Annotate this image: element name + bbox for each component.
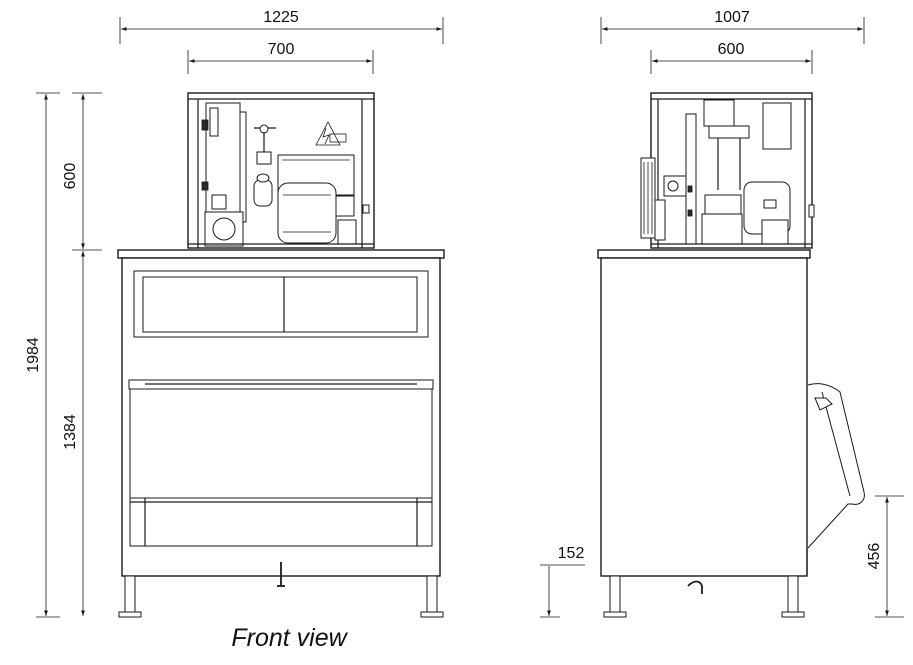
front-view-caption: Front view: [231, 624, 348, 652]
storage-bin-side: [597, 249, 865, 618]
dimension-side-leg-height: 152: [540, 545, 585, 618]
dimension-label-1007: 1007: [714, 9, 750, 26]
side-view: 1007 600 152 456: [540, 9, 904, 618]
dimension-front-total-width: 1225: [119, 9, 444, 44]
dimension-front-bin-height: 1384: [62, 251, 85, 616]
dimension-side-top-width: 600: [650, 41, 813, 74]
dimension-label-600: 600: [62, 163, 79, 190]
dimension-front-total-height: 1984: [25, 92, 60, 618]
ice-machine-head-side: [640, 92, 815, 249]
front-view: 1225 700 1984 600 1384: [25, 9, 445, 652]
dimension-label-700: 700: [268, 41, 295, 58]
storage-bin-front: [117, 249, 445, 618]
dimension-label-1225: 1225: [263, 9, 299, 26]
warning-lightning-icon: [315, 121, 347, 146]
dimension-side-total-width: 1007: [600, 9, 865, 44]
dimension-front-top-width: 700: [187, 41, 374, 74]
dimension-label-456: 456: [866, 543, 883, 570]
ice-machine-head-front: [187, 92, 375, 249]
dimension-label-1984: 1984: [25, 337, 42, 373]
dimension-side-handle-height: 456: [866, 495, 904, 618]
dimension-label-600-side: 600: [718, 41, 745, 58]
dimension-label-1384: 1384: [62, 414, 79, 450]
dimension-label-152: 152: [558, 545, 585, 562]
dimension-front-top-height: 600: [62, 92, 102, 251]
